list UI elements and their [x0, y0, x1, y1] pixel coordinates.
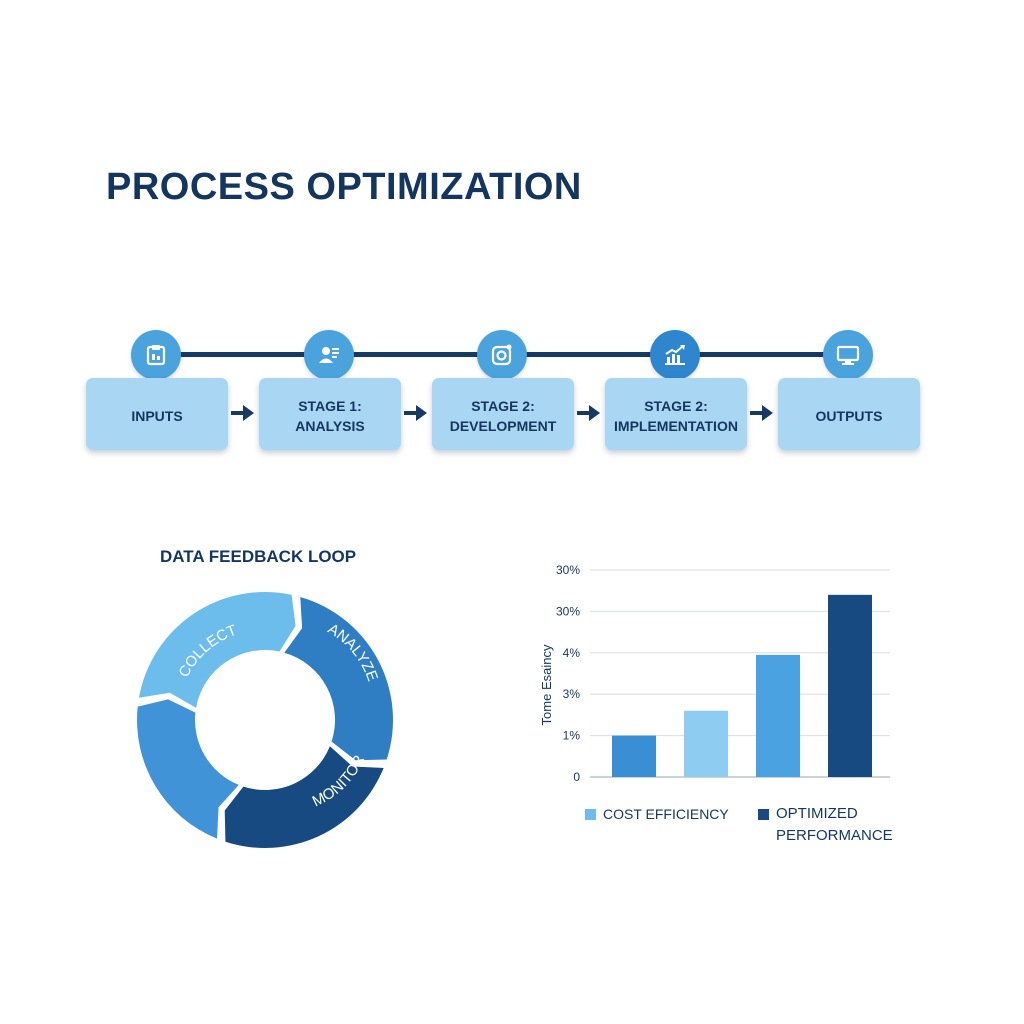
legend-item-optimized-performance: OPTIMIZED PERFORMANCE	[758, 805, 893, 847]
legend-swatch	[585, 809, 596, 820]
legend-label: OPTIMIZED PERFORMANCE	[776, 805, 893, 844]
chart-growth-icon	[650, 330, 700, 380]
y-tick-label: 1%	[563, 729, 581, 743]
stage-label: STAGE 2: IMPLEMENTATION	[614, 398, 738, 434]
arrow-right-icon	[750, 405, 773, 421]
stage-label: STAGE 2: DEVELOPMENT	[449, 398, 557, 434]
legend-swatch	[758, 809, 769, 820]
arrow-right-icon	[231, 405, 254, 421]
stage-box-analysis: STAGE 1: ANALYSIS	[259, 378, 401, 450]
monitor-icon	[823, 330, 873, 380]
loop-label-adjust: ADJUST	[241, 731, 288, 784]
loop-segment-adjust	[137, 699, 239, 839]
feedback-loop-diagram: COLLECT ANALYZE MONITOR ADJUST	[137, 592, 393, 848]
user-presentation-icon	[304, 330, 354, 380]
bar	[684, 710, 728, 777]
y-tick-label: 0	[573, 770, 580, 784]
bar-chart: 0 1% 3% 4% 30% 30% Tome Esaincy	[539, 563, 890, 784]
stage-box-inputs: INPUTS	[86, 378, 228, 450]
loop-segment-collect	[138, 592, 296, 708]
loop-segment-analyze	[284, 596, 393, 761]
bar	[828, 594, 872, 777]
y-axis-label: Tome Esaincy	[539, 644, 554, 725]
stage-box-implementation: STAGE 2: IMPLEMENTATION	[605, 378, 747, 450]
process-flow: INPUTS STAGE 1: ANALYSIS STAGE 2: DEVELO…	[0, 0, 1024, 480]
arrow-right-icon	[404, 405, 427, 421]
y-tick-label: 30%	[556, 604, 580, 618]
camera-gear-icon	[477, 330, 527, 380]
arrow-right-icon	[577, 405, 600, 421]
loop-title: DATA FEEDBACK LOOP	[160, 547, 357, 566]
y-tick-label: 3%	[563, 687, 581, 701]
stage-label: OUTPUTS	[815, 408, 883, 424]
legend-label: COST EFFICIENCY	[603, 806, 729, 822]
stage-box-development: STAGE 2: DEVELOPMENT	[432, 378, 574, 450]
legend-item-cost-efficiency: COST EFFICIENCY	[585, 806, 729, 825]
bar	[756, 654, 800, 777]
stage-label: INPUTS	[131, 408, 183, 424]
y-tick-label: 30%	[556, 563, 580, 577]
stage-label: STAGE 1: ANALYSIS	[295, 398, 365, 434]
clipboard-icon	[131, 330, 181, 380]
y-tick-label: 4%	[563, 646, 581, 660]
bar	[612, 735, 656, 777]
page-title: PROCESS OPTIMIZATION	[106, 166, 582, 208]
loop-segment-monitor	[224, 746, 384, 848]
stage-box-outputs: OUTPUTS	[778, 378, 920, 450]
